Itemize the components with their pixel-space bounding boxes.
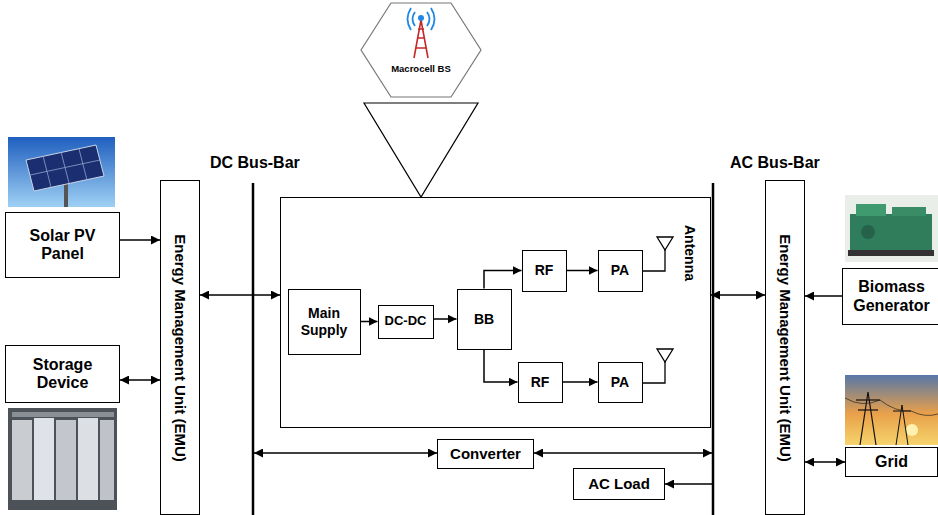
connector-arrow — [120, 379, 160, 381]
process-box: PA — [598, 362, 643, 403]
connector-arrow — [567, 270, 598, 272]
antenna-symbol — [643, 237, 673, 383]
dc-bus-bar — [252, 183, 255, 515]
hexagon-outline — [360, 2, 482, 98]
battery-photo — [8, 408, 117, 510]
node-text: Solar PV Panel — [6, 227, 119, 264]
load-box: AC Load — [573, 468, 665, 500]
node-text: PA — [608, 262, 632, 278]
node-text: Energy Management Unit (EMU) — [171, 234, 188, 462]
bus-wire — [534, 452, 712, 454]
process-box: DC-DC — [378, 305, 434, 339]
bus-wire — [665, 483, 712, 485]
emu-box: Energy Management Unit (EMU) — [160, 180, 200, 515]
connector-arrow — [805, 461, 845, 463]
node-text: Biomass Generator — [843, 278, 938, 315]
base-station-hexagon: Macrocell BS — [360, 2, 482, 98]
bus-label: AC Bus-Bar — [728, 154, 822, 172]
process-box: Main Supply — [288, 289, 361, 355]
process-box: BB — [457, 289, 512, 350]
node-text: Macrocell BS — [391, 64, 451, 75]
connector-arrow — [563, 381, 598, 383]
node-text: RF — [532, 262, 557, 278]
node-text: AC Load — [585, 475, 653, 492]
node-text: PA — [608, 374, 632, 390]
node-text: BB — [471, 311, 497, 327]
solar-panel-photo — [8, 137, 115, 207]
node-text: Storage Device — [6, 356, 119, 393]
connector-arrow — [484, 271, 522, 289]
power-grid-photo — [845, 375, 938, 445]
process-box: RF — [518, 362, 563, 403]
connector-arrow — [200, 294, 280, 296]
node-text: Grid — [872, 453, 911, 471]
node-text: DC-DC — [382, 314, 430, 329]
connector-arrow — [120, 239, 160, 241]
connector-arrow — [434, 318, 457, 320]
node-text: Antenna — [681, 225, 697, 281]
node-text: Main Supply — [289, 305, 360, 337]
source-box: Solar PV Panel — [5, 212, 120, 278]
process-box: RF — [522, 250, 567, 292]
base-station-box: AntennaMain Supply DC-DC BB RF PA RF PA — [280, 197, 711, 428]
source-box: Biomass Generator — [842, 268, 938, 325]
node-text: Energy Management Unit (EMU) — [776, 234, 793, 462]
node-text: Converter — [447, 445, 524, 462]
link-triangle — [364, 103, 478, 197]
bus-wire — [254, 452, 437, 454]
tower-icon — [408, 8, 435, 58]
converter-box: Converter — [437, 439, 534, 469]
storage-box: Storage Device — [5, 345, 120, 403]
bus-label: DC Bus-Bar — [208, 154, 302, 172]
generator-photo — [845, 195, 938, 262]
connector-arrow — [361, 321, 378, 323]
connector-arrow — [711, 294, 765, 296]
emu-box: Energy Management Unit (EMU) — [765, 180, 805, 515]
grid-box: Grid — [845, 447, 938, 477]
connector-arrow — [805, 295, 842, 297]
ac-bus-bar — [712, 183, 715, 515]
node-text: RF — [528, 374, 553, 390]
connector-arrow — [484, 350, 518, 383]
process-box: PA — [598, 250, 643, 292]
